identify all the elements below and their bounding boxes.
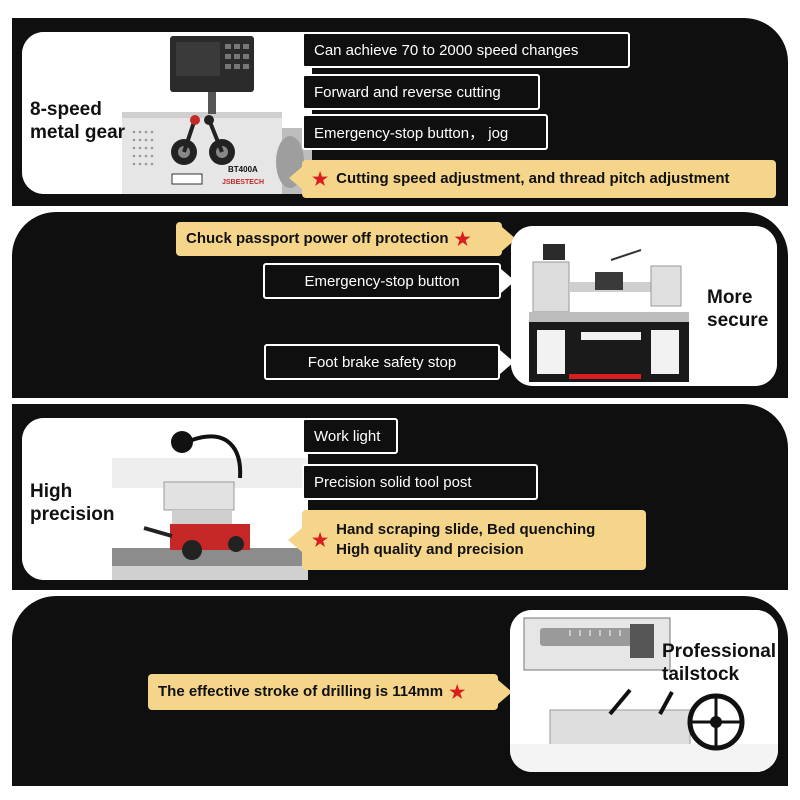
- toolpost-photo-card: High precision: [22, 418, 308, 580]
- tailstock-photo-card: Professional tailstock: [510, 610, 778, 772]
- highlight-line: High quality and precision: [336, 541, 524, 558]
- highlight-chuck-protection: Chuck passport power off protection ★: [176, 222, 502, 256]
- highlight-text: The effective stroke of drilling is 114m…: [158, 683, 444, 700]
- feature-pointer: [500, 350, 514, 374]
- feature-foot-brake: Foot brake safety stop: [264, 344, 500, 380]
- highlight-pointer: [289, 166, 303, 190]
- section-safety: Chuck passport power off protection ★ Em…: [12, 212, 788, 398]
- highlight-cutting-speed: ★ Cutting speed adjustment, and thread p…: [302, 160, 776, 198]
- star-icon: ★: [454, 229, 471, 249]
- highlight-drilling-stroke: The effective stroke of drilling is 114m…: [148, 674, 498, 710]
- highlight-text: Chuck passport power off protection: [186, 230, 449, 247]
- highlight-line: Hand scraping slide, Bed quenching: [336, 521, 596, 538]
- tailstock-image: [510, 610, 778, 772]
- lathe-image: [511, 226, 777, 386]
- highlight-text: Cutting speed adjustment, and thread pit…: [336, 170, 730, 187]
- highlight-pointer: [288, 528, 302, 552]
- gearbox-photo-card: BT400A JSBESTECH 8-speed metal gear: [22, 32, 312, 194]
- section-heading: High precision: [30, 481, 115, 525]
- toolpost-image: [22, 418, 308, 580]
- feature-emergency-stop: Emergency-stop button: [263, 263, 501, 299]
- highlight-pointer: [498, 680, 512, 704]
- gearbox-image: BT400A JSBESTECH: [22, 32, 312, 194]
- star-icon: ★: [312, 169, 329, 189]
- feature-tool-post: Precision solid tool post: [302, 464, 538, 500]
- star-icon: ★: [312, 530, 329, 550]
- feature-emergency-jog: Emergency-stop button， jog: [302, 114, 548, 150]
- machine-model-label: BT400A: [228, 165, 258, 174]
- section-heading: More secure: [707, 287, 769, 331]
- section-heading: Professional tailstock: [662, 641, 777, 685]
- feature-speed-changes: Can achieve 70 to 2000 speed changes: [302, 32, 630, 68]
- feature-work-light: Work light: [302, 418, 398, 454]
- section-speed-gear: BT400A JSBESTECH 8-speed metal gear Can …: [12, 18, 788, 206]
- lathe-photo-card: More secure: [511, 226, 777, 386]
- brand-label: JSBESTECH: [222, 179, 264, 186]
- feature-forward-reverse: Forward and reverse cutting: [302, 74, 540, 110]
- section-tailstock: The effective stroke of drilling is 114m…: [12, 596, 788, 786]
- highlight-scraping: ★ Hand scraping slide, Bed quenching Hig…: [302, 510, 646, 570]
- section-heading: 8-speed metal gear: [30, 99, 126, 143]
- highlight-text-block: Hand scraping slide, Bed quenching High …: [336, 520, 595, 560]
- star-icon: ★: [449, 682, 466, 702]
- section-precision: High precision Work light Precision soli…: [12, 404, 788, 590]
